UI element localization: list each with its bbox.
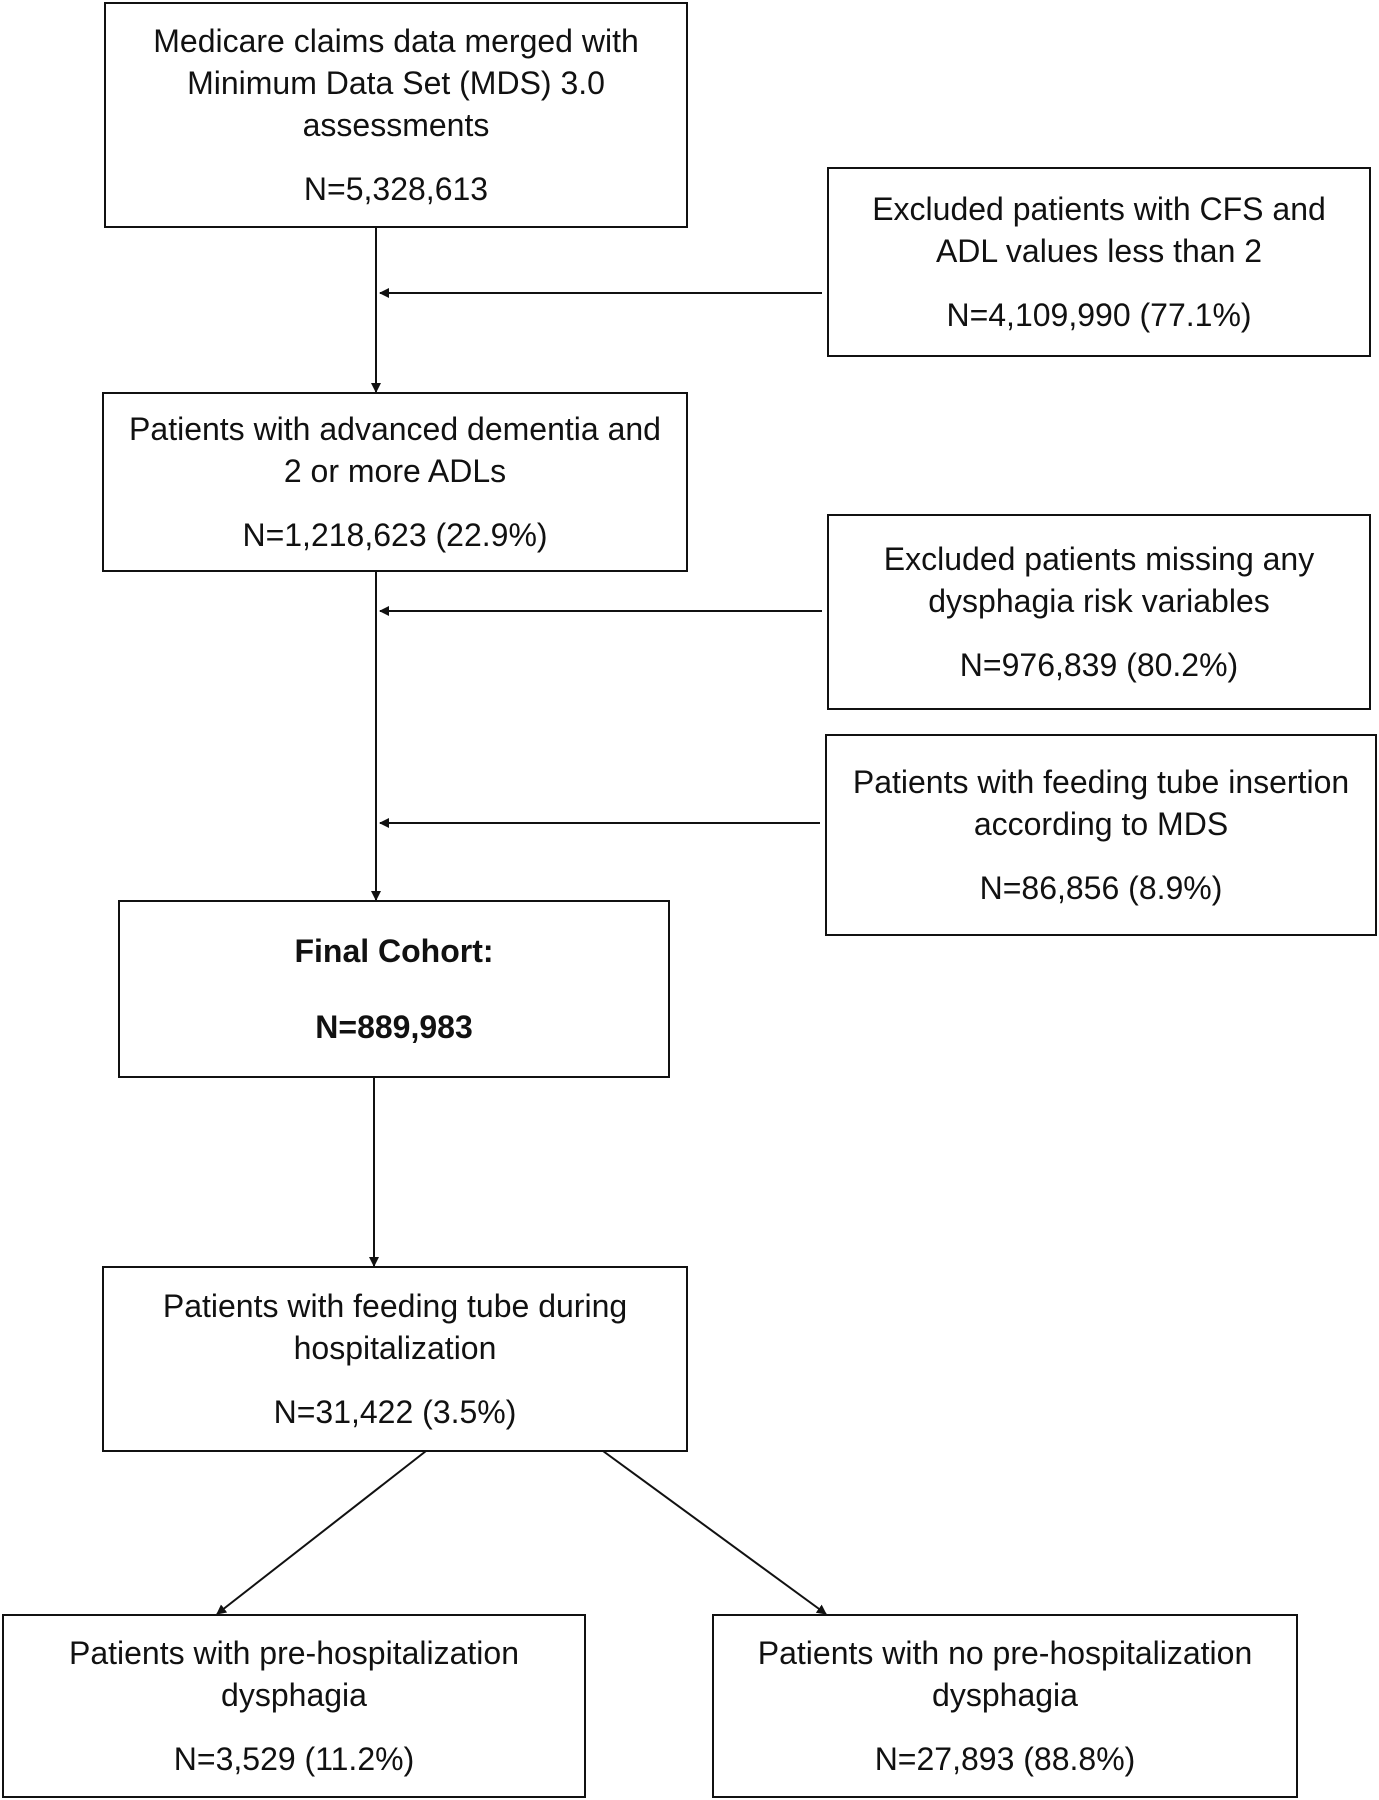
- box-count: N=31,422 (3.5%): [273, 1394, 517, 1431]
- box-label: Patients with feeding tube during hospit…: [162, 1287, 628, 1366]
- box-exclusion-feeding-tube-mds: Patients with feeding tube insertion acc…: [825, 734, 1377, 936]
- box-exclusion-cfs-adl: Excluded patients with CFS and ADL value…: [827, 167, 1371, 357]
- box-count: N=5,328,613: [303, 171, 489, 208]
- box-count: N=4,109,990 (77.1%): [946, 297, 1252, 334]
- box-label: Excluded patients with CFS and ADL value…: [872, 190, 1326, 269]
- box-count: N=86,856 (8.9%): [979, 870, 1223, 907]
- box-count: N=889,983: [315, 1009, 473, 1045]
- arrow-to-no-pre-hosp-dysphagia: [602, 1450, 827, 1615]
- box-label: Patients with feeding tube insertion acc…: [852, 763, 1350, 842]
- box-label: Medicare claims data merged with Minimum…: [153, 22, 639, 143]
- box-count: N=1,218,623 (22.9%): [242, 517, 548, 554]
- box-source-population: Medicare claims data merged with Minimum…: [104, 2, 688, 228]
- box-count: N=27,893 (88.8%): [874, 1741, 1136, 1778]
- box-no-pre-hosp-dysphagia: Patients with no pre-hospitalization dys…: [712, 1614, 1298, 1798]
- box-advanced-dementia: Patients with advanced dementia and 2 or…: [102, 392, 688, 572]
- box-final-cohort: Final Cohort: N=889,983: [118, 900, 670, 1078]
- box-exclusion-dysphagia-missing: Excluded patients missing any dysphagia …: [827, 514, 1371, 710]
- box-label: Patients with no pre-hospitalization dys…: [757, 1634, 1253, 1713]
- box-label: Patients with pre-hospitalization dyspha…: [68, 1634, 519, 1713]
- arrow-to-pre-hosp-dysphagia: [216, 1450, 427, 1615]
- box-label: Final Cohort:: [294, 932, 494, 969]
- box-feeding-tube-hospitalization: Patients with feeding tube during hospit…: [102, 1266, 688, 1452]
- box-count: N=976,839 (80.2%): [959, 647, 1239, 684]
- box-label: Excluded patients missing any dysphagia …: [883, 540, 1315, 619]
- box-count: N=3,529 (11.2%): [173, 1741, 415, 1778]
- box-pre-hosp-dysphagia: Patients with pre-hospitalization dyspha…: [2, 1614, 586, 1798]
- box-label: Patients with advanced dementia and 2 or…: [129, 410, 661, 489]
